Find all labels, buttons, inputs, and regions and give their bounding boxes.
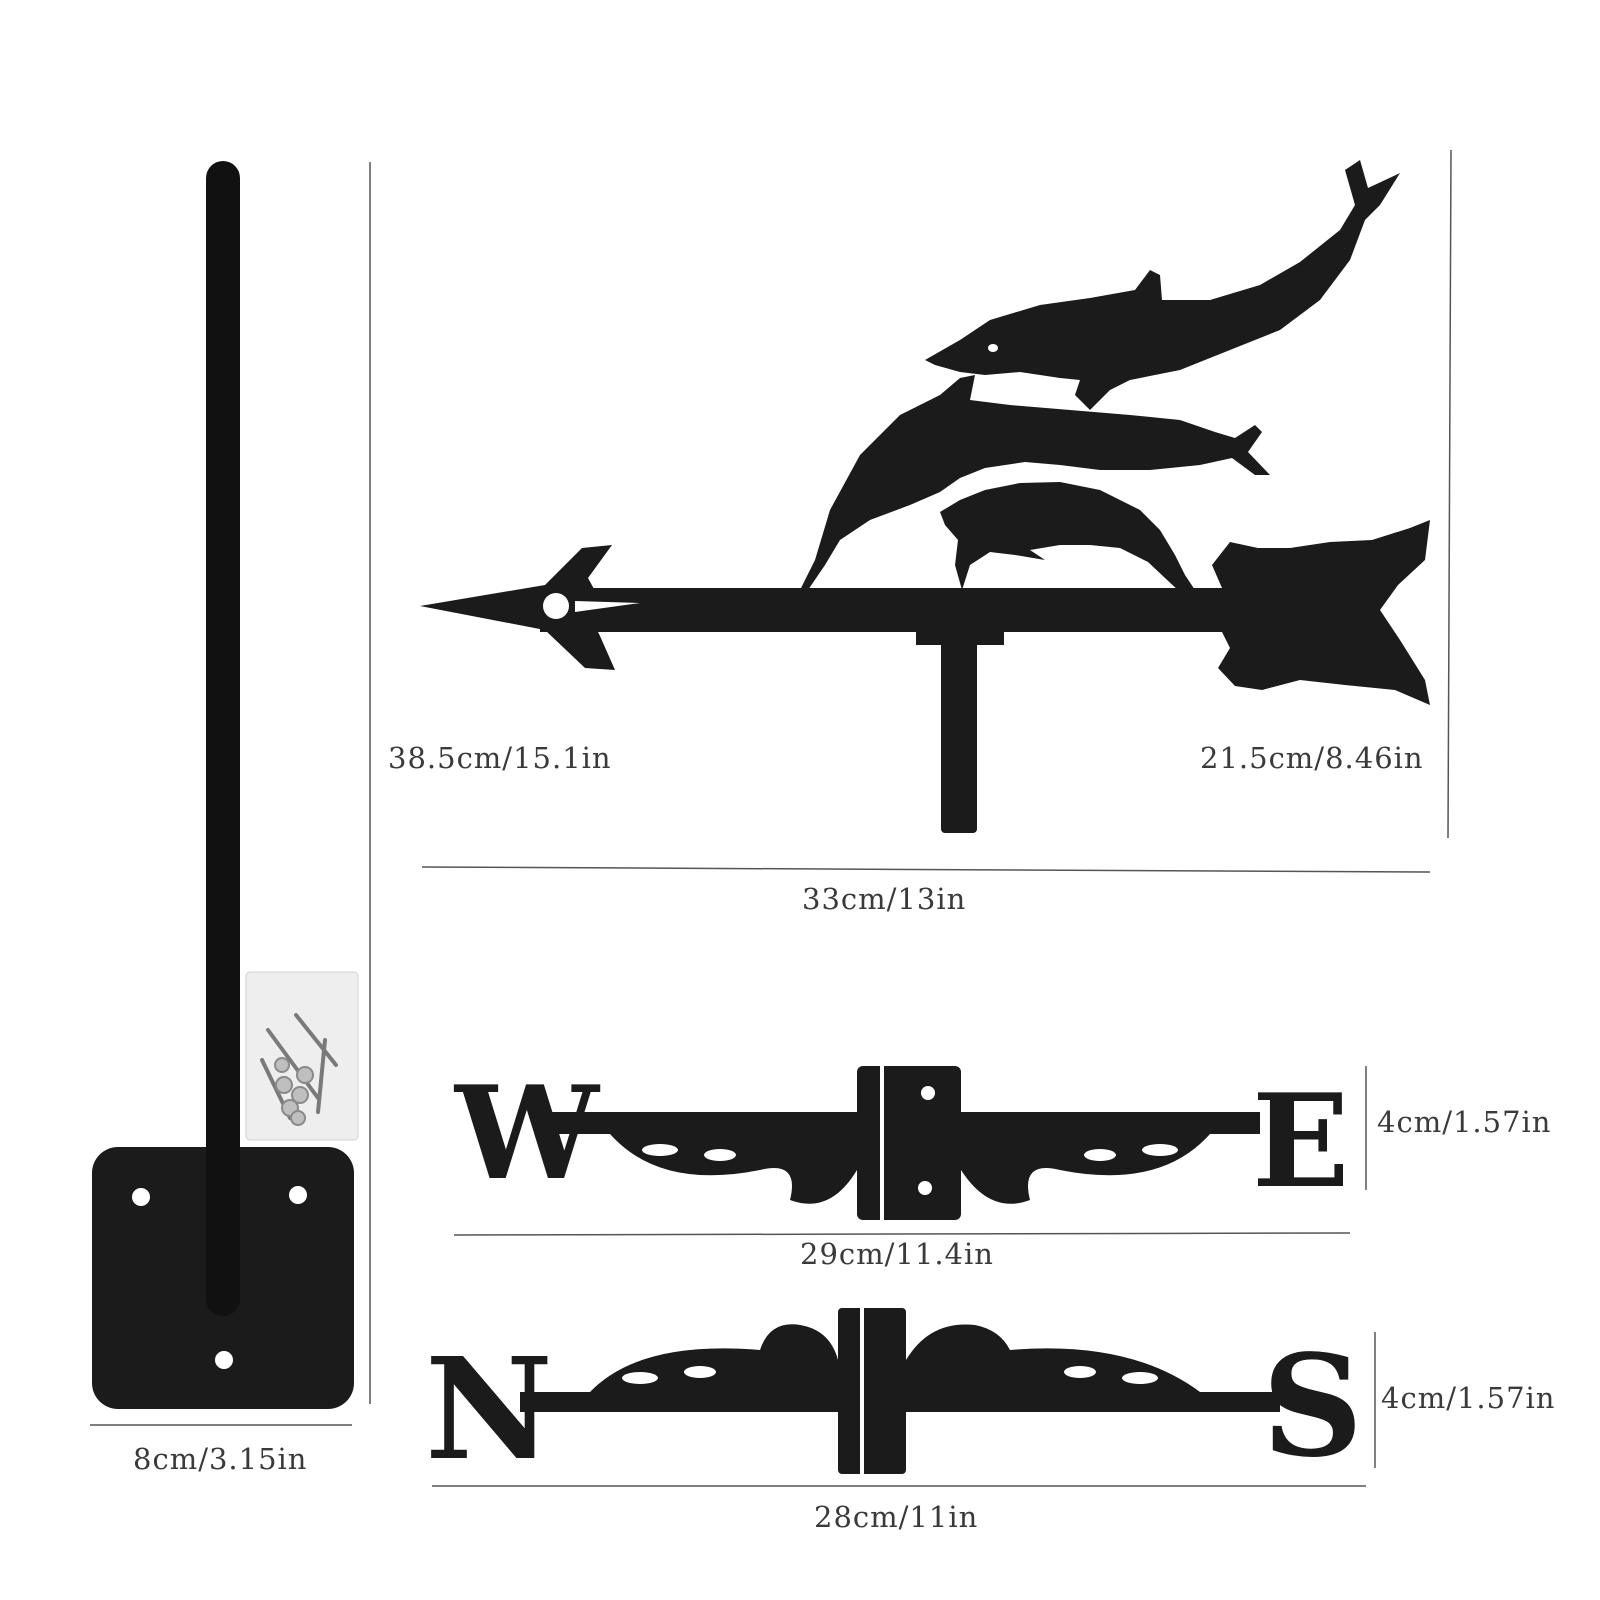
vane-post <box>941 640 977 833</box>
label-total-height: 38.5cm/15.1in <box>388 741 612 775</box>
letter-e: E <box>1252 1067 1350 1217</box>
letter-n: N <box>425 1328 553 1492</box>
letter-w: W <box>453 1059 601 1209</box>
ns-directional-arm <box>520 1308 1280 1474</box>
mounting-pole-assembly <box>92 161 354 1409</box>
letter-s: S <box>1262 1325 1363 1489</box>
pole-rod <box>206 161 240 1316</box>
label-we-height: 4cm/1.57in <box>1377 1105 1552 1139</box>
label-vane-height: 21.5cm/8.46in <box>1200 741 1424 775</box>
arrow-shaft <box>540 588 1260 632</box>
label-base-width: 8cm/3.15in <box>133 1442 308 1476</box>
base-plate-holes <box>132 1186 307 1369</box>
arrow-tail <box>1212 520 1430 705</box>
dolphin-top <box>925 160 1400 410</box>
label-ns-height: 4cm/1.57in <box>1381 1381 1556 1415</box>
arrow-head <box>420 545 640 670</box>
vane-height-rule <box>1447 149 1452 839</box>
label-we-length: 29cm/11.4in <box>800 1237 994 1271</box>
we-directional-arm <box>540 1066 1260 1220</box>
screws-bag-image <box>245 971 359 1141</box>
vane-length-rule <box>421 866 1431 873</box>
label-vane-length: 33cm/13in <box>802 882 967 916</box>
we-length-rule <box>453 1232 1351 1236</box>
dolphin-bottom <box>940 482 1195 592</box>
dolphin-vane <box>420 160 1430 833</box>
dolphin-middle <box>800 375 1270 590</box>
we-center-bracket <box>857 1066 961 1220</box>
label-ns-length: 28cm/11in <box>814 1500 979 1534</box>
vane-hub <box>916 625 1004 645</box>
ns-center-bracket <box>838 1308 906 1474</box>
